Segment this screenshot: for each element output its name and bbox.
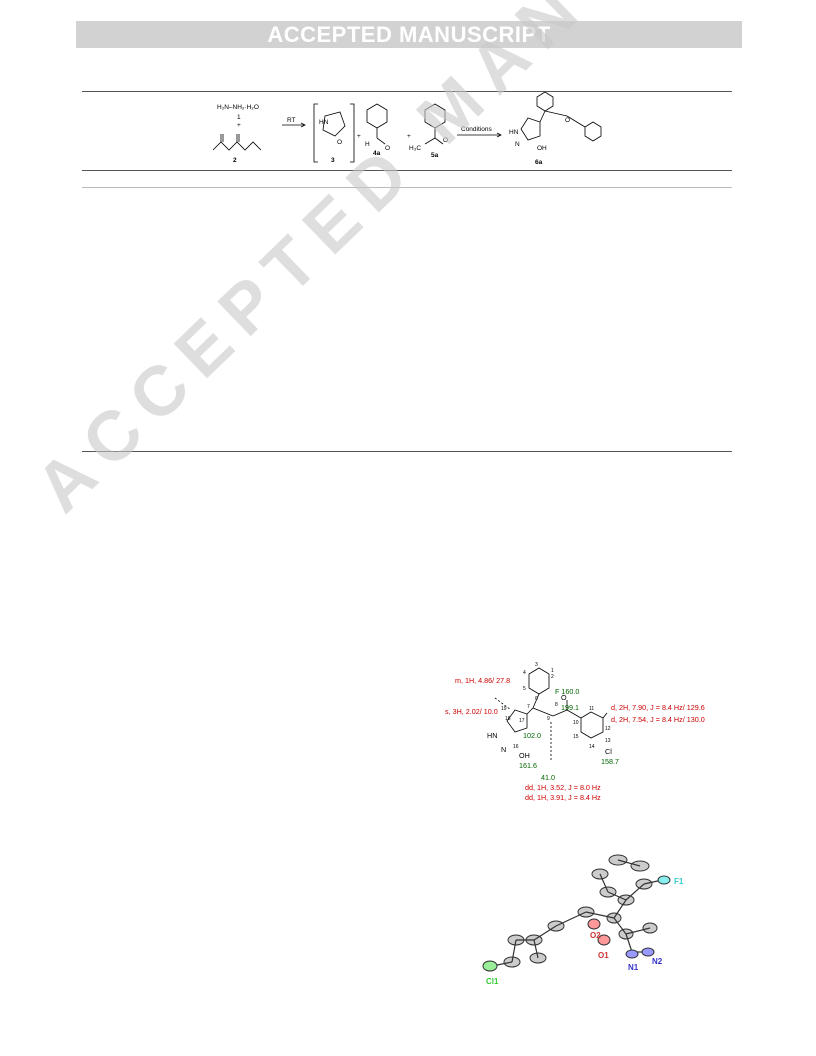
nmr-carbonyl-label: 199.1 xyxy=(561,703,579,712)
nmr-fluorine-label: F 160.0 xyxy=(555,687,579,696)
plus-sign-3: + xyxy=(407,133,411,140)
hydrazine-label: H₂N–NH₂·H₂O xyxy=(217,104,259,111)
nmr-o-label: O xyxy=(561,693,567,702)
nmr-dd-1-label: dd, 1H, 3.52, J = 8.0 Hz xyxy=(525,783,601,792)
nmr-assignment-figure: m, 1H, 4.86/ 27.8 s, 3H, 2.02/ 10.0 F 16… xyxy=(445,662,705,802)
table-top-rule xyxy=(82,91,732,92)
compound-6a-number: 6a xyxy=(535,159,543,166)
atom-number-8: 8 xyxy=(555,702,558,708)
aldehyde-h-label: H xyxy=(365,141,370,148)
reaction-scheme: H₂N–NH₂·H₂O 1 + 2 RT 3 HN O + H O 4a + H… xyxy=(212,92,602,166)
nmr-c17-label: 102.0 xyxy=(523,731,541,740)
plus-sign-2: + xyxy=(357,133,361,140)
nmr-dd-2-label: dd, 1H, 3.91, J = 8.4 Hz xyxy=(525,793,601,802)
product-hn-label: HN xyxy=(509,129,519,136)
product-oh-label: OH xyxy=(537,145,547,152)
atom-number-10: 10 xyxy=(573,720,579,726)
methyl-label: H₃C xyxy=(409,145,421,152)
atom-label-o2: O2 xyxy=(590,931,601,940)
atom-number-12: 12 xyxy=(605,726,611,732)
product-n-label: N xyxy=(515,141,520,148)
atom-number-5: 5 xyxy=(523,686,526,692)
table-bottom-rule xyxy=(82,451,732,452)
atom-number-3: 3 xyxy=(535,662,538,668)
rt-label: RT xyxy=(287,117,296,124)
compound-2-number: 2 xyxy=(233,157,237,164)
nmr-h7-label: m, 1H, 4.86/ 27.8 xyxy=(455,676,510,685)
plus-sign: + xyxy=(237,122,241,129)
atom-number-11: 11 xyxy=(589,706,594,712)
nmr-doublet-2-label: d, 2H, 7.54, J = 8.4 Hz/ 130.0 xyxy=(611,715,705,724)
nmr-c16-label: 161.6 xyxy=(519,761,537,770)
aldehyde-o-label: O xyxy=(385,145,390,152)
atom-number-1: 1 xyxy=(551,668,554,674)
conditions-label: Conditions xyxy=(461,126,492,133)
atom-number-2: 2 xyxy=(551,674,554,680)
atom-label-n2: N2 xyxy=(652,957,663,966)
crystal-structure-figure: F1 O2 O1 N1 N2 Cl1 xyxy=(482,854,684,986)
nmr-chlorine-label: Cl xyxy=(605,747,612,756)
ketone-o-label: O xyxy=(443,137,448,144)
nmr-hn-label: HN xyxy=(487,731,497,740)
table-subheader-rule xyxy=(82,187,732,188)
nmr-c13-label: 158.7 xyxy=(601,757,619,766)
compound-5a-number: 5a xyxy=(431,152,439,159)
atom-number-16: 16 xyxy=(513,744,519,750)
atom-number-14: 14 xyxy=(589,744,595,750)
atom-number-15: 15 xyxy=(573,734,579,740)
atom-number-6: 6 xyxy=(535,696,538,702)
compound-3-number: 3 xyxy=(331,157,335,164)
compound-4a-number: 4a xyxy=(373,150,381,157)
atom-number-18: 18 xyxy=(505,716,511,722)
product-o-label: O xyxy=(565,117,570,124)
accepted-manuscript-banner: ACCEPTED MANUSCRIPT xyxy=(76,21,742,48)
atom-label-n1: N1 xyxy=(628,963,639,972)
accepted-manuscript-watermark: ACCEPTED MANUSCRIPT xyxy=(20,0,816,527)
nmr-oh-label: OH xyxy=(519,751,530,760)
nmr-doublet-1-label: d, 2H, 7.90, J = 8.4 Hz/ 129.6 xyxy=(611,703,705,712)
atom-number-7: 7 xyxy=(527,704,530,710)
nmr-n-label: N xyxy=(501,745,506,754)
atom-label-cl1: Cl1 xyxy=(486,977,499,986)
compound-1-number: 1 xyxy=(237,114,241,121)
atom-number-17: 17 xyxy=(519,718,525,724)
atom-label-f1: F1 xyxy=(674,877,684,886)
atom-number-9: 9 xyxy=(547,716,550,722)
table-header-rule xyxy=(82,170,732,171)
atom-number-13: 13 xyxy=(605,738,611,744)
nmr-c9-label: 41.0 xyxy=(541,773,555,782)
atom-label-o1: O1 xyxy=(598,951,609,960)
scheme-o-label: O xyxy=(337,139,342,146)
atom-number-4: 4 xyxy=(523,670,526,676)
atom-number-19: 19 xyxy=(501,706,507,712)
nmr-methyl-label: s, 3H, 2.02/ 10.0 xyxy=(445,707,498,716)
scheme-hn-label: HN xyxy=(319,119,329,126)
